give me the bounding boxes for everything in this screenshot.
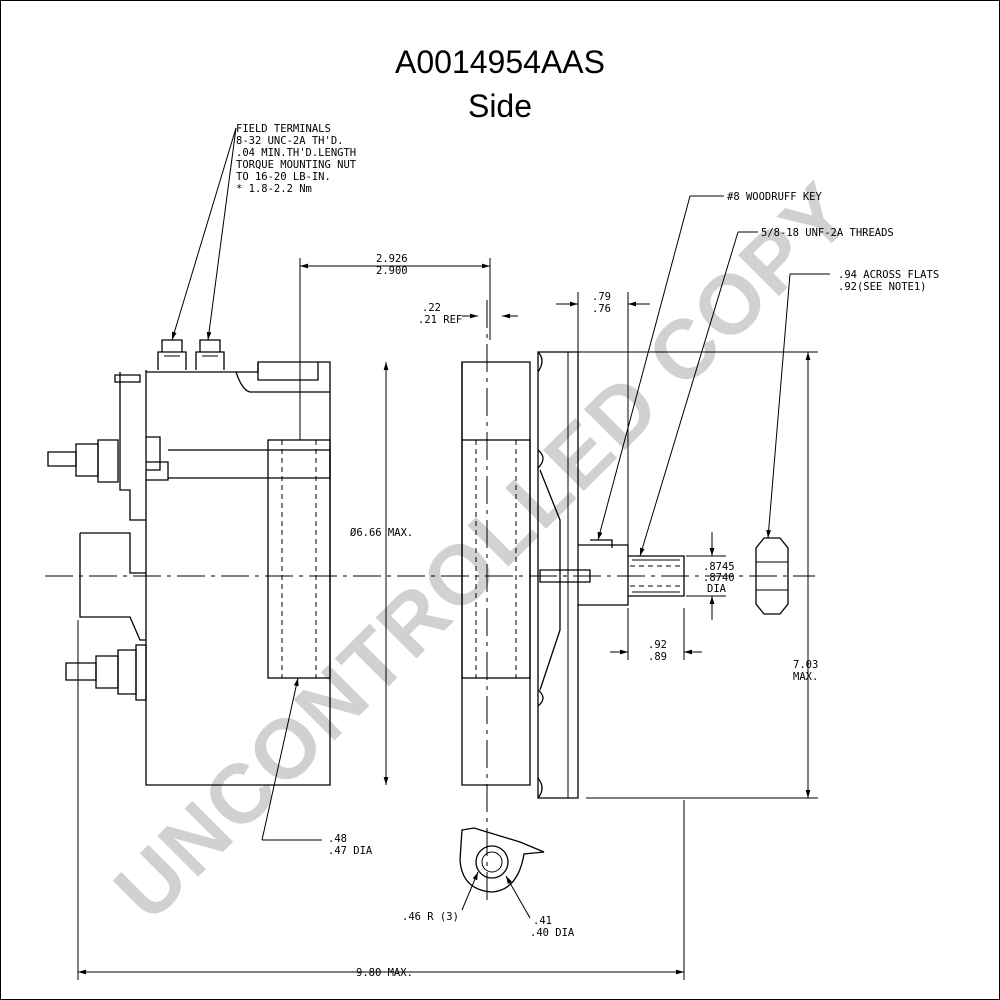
field-terminal-studs (157, 339, 225, 370)
across-flats-line1: .94 ACROSS FLATS (838, 269, 939, 281)
ear-dia-max: .41 (533, 915, 552, 927)
ear-detail (459, 827, 545, 893)
field-terminals-callout: FIELD TERMINALS 8-32 UNC-2A TH'D. .04 MI… (236, 123, 357, 195)
threads-label: 5/8-18 UNF-2A THREADS (761, 227, 894, 239)
overall-length-label: 9.80 MAX. (356, 967, 413, 979)
height-value: 7.03 (793, 659, 818, 671)
shaft-nut (755, 537, 789, 615)
shaft-dia-max: .8745 (703, 561, 735, 573)
mount-spacing-min: 2.900 (376, 265, 408, 277)
ref-min: .21 REF (418, 314, 462, 326)
shaft-len-min: .89 (648, 651, 667, 663)
hole-dia-max: .48 (328, 833, 347, 845)
field-terminals-line6: * 1.8-2.2 Nm (236, 183, 312, 195)
field-terminals-line5: TO 16-20 LB-IN. (236, 171, 331, 183)
rear-housing (79, 361, 331, 786)
height-unit: MAX. (793, 671, 818, 683)
output-terminal-upper (47, 439, 119, 483)
shaft (539, 539, 685, 606)
ear-dia-min: .40 DIA (530, 927, 575, 939)
hub-min: .76 (592, 303, 611, 315)
field-terminals-line4: TORQUE MOUNTING NUT (236, 159, 357, 171)
field-terminals-line3: .04 MIN.TH'D.LENGTH (236, 147, 356, 159)
field-terminals-line1: FIELD TERMINALS (236, 123, 331, 135)
diameter-label: Ø6.66 MAX. (350, 527, 413, 539)
mount-ear-rear (267, 439, 331, 679)
mount-spacing-max: 2.926 (376, 253, 408, 265)
hole-dia-min: .47 DIA (328, 845, 373, 857)
watermark-text: UNCONTROLLED COPY (96, 164, 870, 938)
across-flats-line2: .92(SEE NOTE1) (838, 281, 927, 293)
fan-assembly (537, 351, 579, 799)
shaft-len-max: .92 (648, 639, 667, 651)
dimension-lines (77, 258, 818, 980)
part-number-title: A0014954AAS (395, 44, 605, 80)
hub-max: .79 (592, 291, 611, 303)
woodruff-key-label: #8 WOODRUFF KEY (727, 191, 823, 203)
field-terminals-line2: 8-32 UNC-2A TH'D. (236, 135, 343, 147)
output-terminal-lower (65, 644, 147, 701)
radius-label: .46 R (3) (402, 911, 459, 923)
leader-lines (171, 127, 830, 919)
shaft-dia-unit: DIA (707, 583, 727, 595)
ref-max: .22 (422, 302, 441, 314)
shaft-dia-min: .8740 (703, 572, 735, 584)
view-title: Side (467, 88, 533, 124)
front-housing (461, 361, 531, 786)
